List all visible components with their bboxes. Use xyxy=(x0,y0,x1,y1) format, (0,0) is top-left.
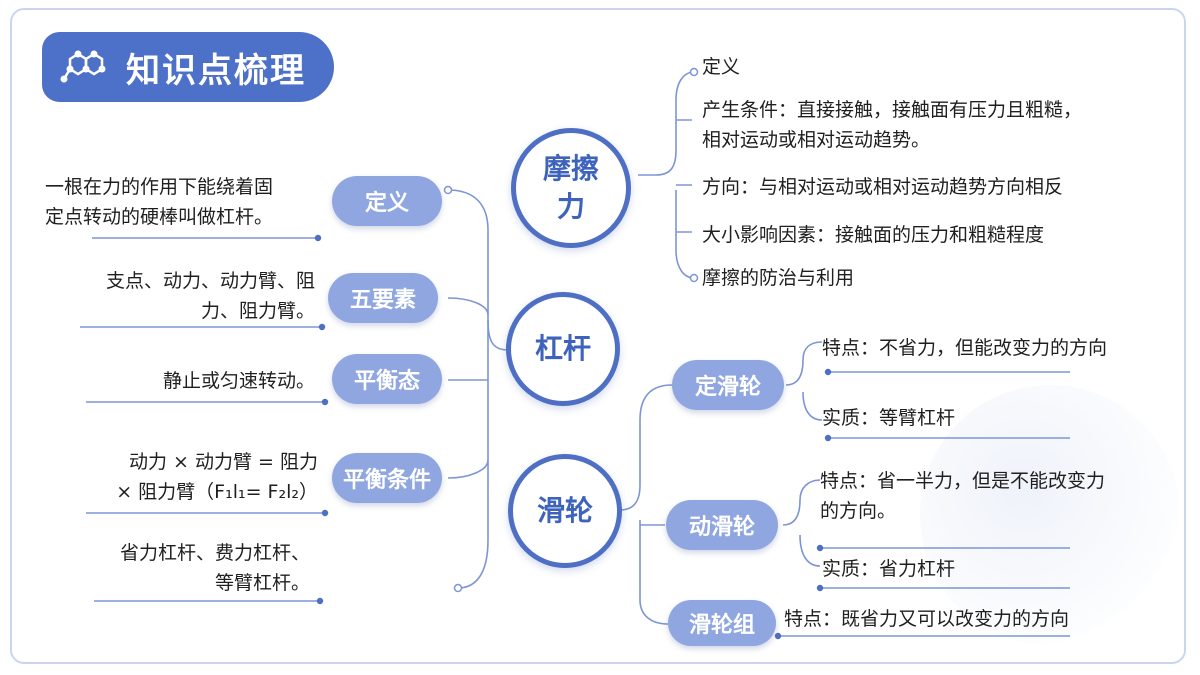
connector-friction xyxy=(638,71,695,279)
tag-pulley-block: 滑轮组 xyxy=(668,600,776,646)
connector-lever-bracket-up xyxy=(447,297,489,316)
slide-frame xyxy=(10,8,1186,664)
lever-equilibrium-text: 静止或匀速转动。 xyxy=(162,370,315,392)
lever-types-text: 省力杠杆、费力杠杆、 等臂杠杆。 xyxy=(119,542,310,594)
background-decoration xyxy=(920,385,1180,645)
connector-lever-main xyxy=(487,319,509,351)
movable-feature-text: 特点：省一半力，但是不能改变力 的方向。 xyxy=(820,470,1106,522)
tag-movable-pulley: 动滑轮 xyxy=(666,500,778,550)
connector-fixed xyxy=(785,341,823,421)
fixed-feature-text: 特点：不省力，但能改变力的方向 xyxy=(822,337,1108,359)
tag-balance-condition: 平衡条件 xyxy=(332,453,442,503)
tag-equilibrium: 平衡态 xyxy=(332,354,442,404)
node-pulley-label: 滑轮 xyxy=(536,494,593,527)
connector-movable xyxy=(782,479,821,567)
friction-item-condition: 产生条件：直接接触，接触面有压力且粗糙， xyxy=(702,99,1083,121)
node-lever-label: 杠杆 xyxy=(534,332,591,365)
friction-item-condition-cont: 相对运动或相对运动趋势。 xyxy=(702,129,931,151)
node-friction: 摩擦力 xyxy=(511,128,631,248)
lever-definition-text: 一根在力的作用下能绕着固 定点转动的硬棒叫做杠杆。 xyxy=(45,176,274,228)
lever-balance-text: 动力 × 动力臂 = 阻力 × 阻力臂（F₁l₁= F₂l₂） xyxy=(116,451,318,503)
node-friction-label: 摩擦力 xyxy=(542,152,599,223)
tag-definition: 定义 xyxy=(332,176,442,226)
friction-item-definition: 定义 xyxy=(702,56,741,78)
block-feature-text: 特点：既省力又可以改变力的方向 xyxy=(784,608,1070,630)
lever-elements-text: 支点、动力、动力臂、阻 力、阻力臂。 xyxy=(105,270,315,322)
friction-item-prevention: 摩擦的防治与利用 xyxy=(702,267,855,289)
connector-lever-bracket xyxy=(447,189,489,589)
molecule-icon xyxy=(60,50,106,83)
tag-five-elements: 五要素 xyxy=(328,273,438,323)
page-title: 知识点梳理 xyxy=(126,50,306,91)
fixed-essence-text: 实质：等臂杠杆 xyxy=(822,407,956,429)
friction-item-magnitude: 大小影响因素：接触面的压力和粗糙程度 xyxy=(702,224,1045,246)
title-badge: 知识点梳理 xyxy=(42,32,334,102)
tag-fixed-pulley: 定滑轮 xyxy=(672,360,784,410)
connector-pulley xyxy=(619,384,673,625)
friction-item-direction: 方向：与相对运动或相对运动趋势方向相反 xyxy=(702,176,1064,198)
movable-essence-text: 实质：省力杠杆 xyxy=(822,558,956,580)
node-pulley: 滑轮 xyxy=(508,454,622,568)
connector-lever-bracket-low xyxy=(447,459,489,479)
node-lever: 杠杆 xyxy=(506,292,620,406)
